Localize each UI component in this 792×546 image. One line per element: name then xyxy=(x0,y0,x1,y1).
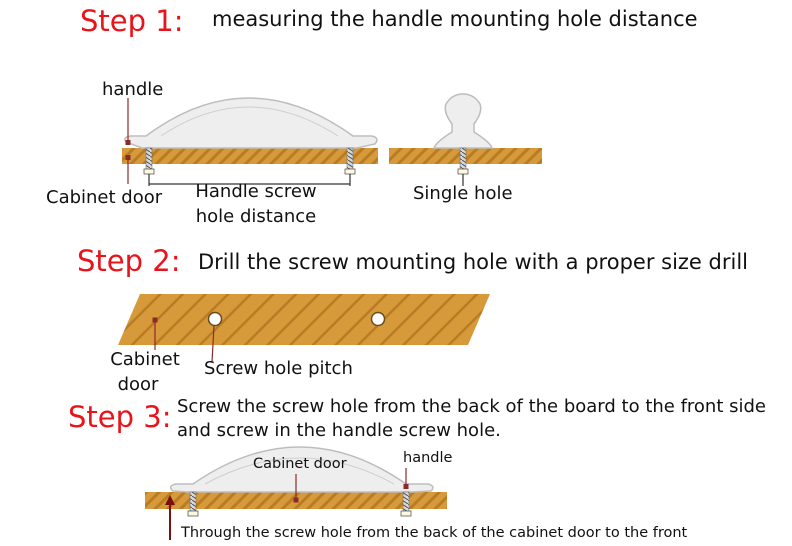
step3-caption: Through the screw hole from the back of … xyxy=(181,525,688,541)
step1-title: measuring the handle mounting hole dista… xyxy=(212,7,698,31)
step1-screw-right xyxy=(346,147,354,171)
step1-cabinet-door-leader xyxy=(125,155,131,184)
step3-cabinet-door-label: Cabinet door xyxy=(253,456,347,472)
step2-cabinet-door-board xyxy=(118,294,490,345)
step2-screw-hole-left xyxy=(207,311,223,327)
step2-title: Drill the screw mounting hole with a pro… xyxy=(198,250,748,274)
step2-screw-hole-right xyxy=(370,311,386,327)
step1-label: Step 1: xyxy=(80,4,184,38)
up-arrow-icon xyxy=(165,495,175,540)
step1-screw-left xyxy=(145,147,153,171)
step3-title-line1: Screw the screw hole from the back of th… xyxy=(177,396,766,417)
step1-knob-handle xyxy=(432,93,494,149)
step3-cabinet-door-leader xyxy=(293,474,299,503)
step2-pitch-label: Screw hole pitch xyxy=(204,358,353,379)
step3-handle-leader xyxy=(403,468,409,489)
step1-cabinet-door-label: Cabinet door xyxy=(46,187,163,208)
step1-arched-handle xyxy=(124,97,378,149)
step3-arched-handle xyxy=(169,446,434,493)
step1-distance-dimension xyxy=(148,174,351,186)
step3-label: Step 3: xyxy=(68,400,172,434)
step1-handle-label: handle xyxy=(102,79,164,100)
step2-cabinet-door-label-line1: Cabinet xyxy=(110,349,180,370)
step1-screw-single xyxy=(459,147,467,171)
step3-title-line2: and screw in the handle screw hole. xyxy=(177,420,501,441)
step1-cabinet-door-board xyxy=(122,148,378,164)
step2-cabinet-door-leader xyxy=(152,317,158,350)
step1-distance-label-line2: hole distance xyxy=(195,206,317,227)
step3-screw-right xyxy=(402,491,410,513)
step1-handle-leader xyxy=(125,98,131,145)
step1-distance-label-line1: Handle screw xyxy=(195,181,317,202)
step3-screw-left xyxy=(189,491,197,513)
step2-label: Step 2: xyxy=(77,244,181,278)
step2-pitch-leader xyxy=(211,325,215,363)
step1-single-hole-label: Single hole xyxy=(413,183,513,204)
step2-cabinet-door-label-line2: door xyxy=(117,374,159,395)
step3-handle-label: handle xyxy=(403,450,453,466)
